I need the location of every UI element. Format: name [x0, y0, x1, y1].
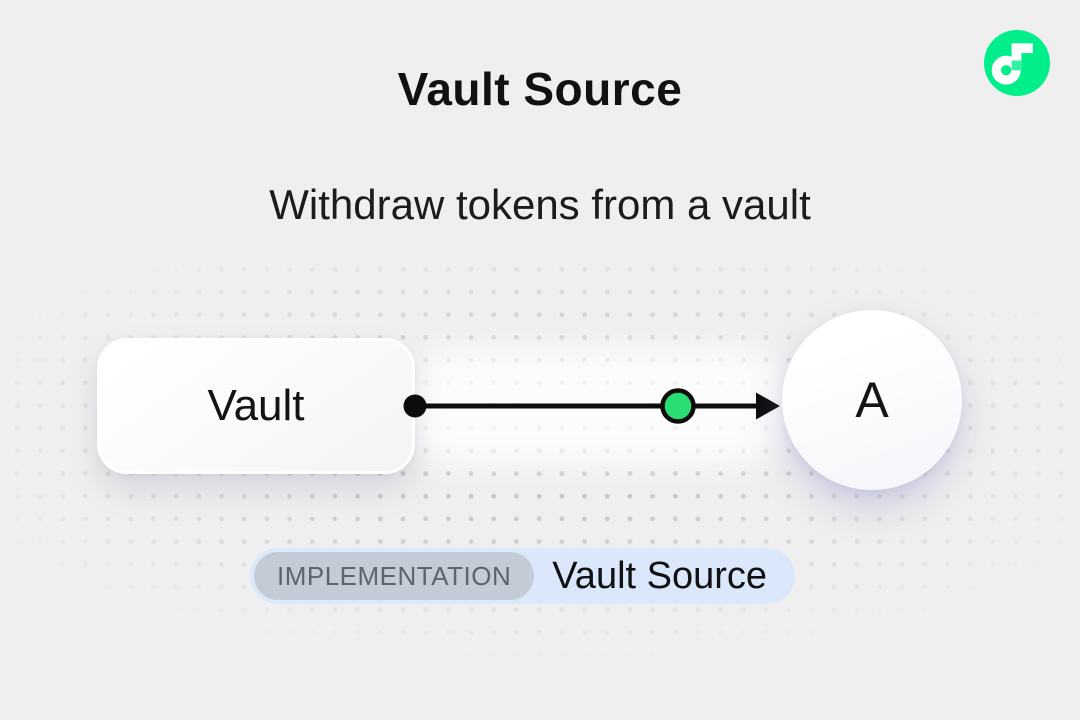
implementation-tag: IMPLEMENTATION — [254, 552, 535, 600]
account-node-label: A — [855, 372, 889, 428]
flow-logo-crossbar — [1011, 43, 1033, 54]
implementation-badge: IMPLEMENTATION Vault Source — [250, 548, 796, 604]
account-node: A — [782, 310, 962, 490]
page-subtitle: Withdraw tokens from a vault — [269, 181, 811, 228]
connector-arrow — [403, 388, 780, 424]
edge-start-dot-icon — [403, 394, 427, 418]
vault-node-label: Vault — [207, 381, 305, 430]
page-title: Vault Source — [397, 63, 683, 115]
flow-logo-icon — [984, 30, 1050, 96]
dot-grid-background — [0, 250, 1080, 720]
flow-logo-accent-square — [1011, 60, 1022, 71]
flow-logo-stem — [1011, 43, 1022, 71]
arrowhead-icon — [756, 392, 780, 420]
token-dot-icon — [660, 388, 696, 424]
badge-title: Vault Source — [552, 554, 768, 597]
vault-node: Vault — [97, 338, 415, 474]
implementation-tag-label: IMPLEMENTATION — [277, 560, 512, 591]
